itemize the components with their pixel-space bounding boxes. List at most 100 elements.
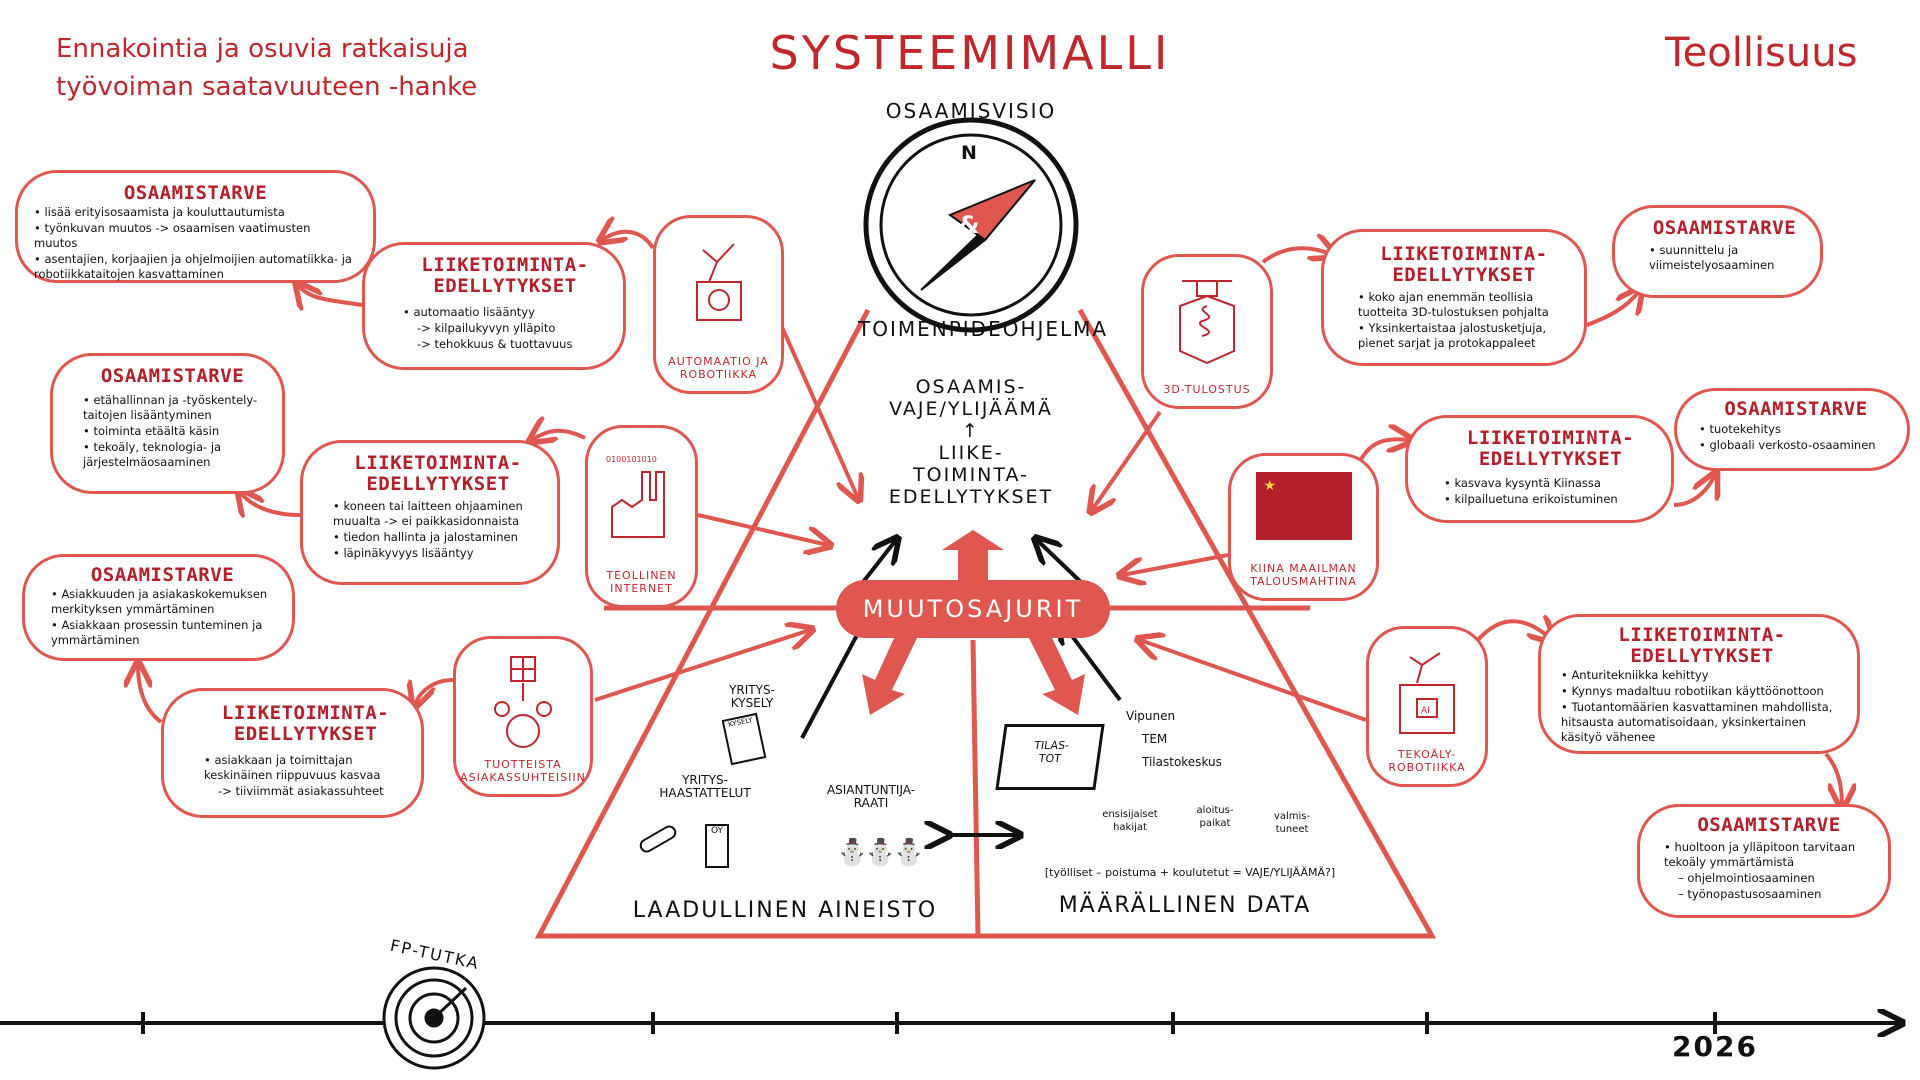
- box-title-1: LIIKETOIMINTA-: [421, 254, 589, 276]
- bullet: -> tehokkuus & tuottavuus: [417, 337, 573, 351]
- ai-chip-label: AI: [1421, 706, 1430, 716]
- bullet: – ohjelmointiosaaminen: [1678, 871, 1815, 885]
- bullet: • asiakkaan ja toimittajan keskinäinen r…: [204, 753, 381, 782]
- compass-top-label: OSAAMISVISIO: [885, 99, 1057, 123]
- places-line1: aloitus-: [1196, 805, 1234, 816]
- qualitative-title: LAADULLINEN AINEISTO: [632, 898, 938, 923]
- driver-ai-robotics: AI TEKOÄLY-ROBOTIIKKA: [1366, 626, 1488, 787]
- box-title: OSAAMISTARVE: [123, 182, 268, 204]
- bullet: • lisää erityisosaamista ja kouluttautum…: [34, 205, 285, 219]
- bullet: • kasvava kysyntä Kiinassa: [1444, 476, 1601, 490]
- graduates-line2: tuneet: [1275, 824, 1309, 835]
- iot-line1: TEOLLINEN: [606, 569, 677, 582]
- quantitative-title: MÄÄRÄLLINEN DATA: [1058, 893, 1312, 918]
- up-arrow-icon: ↑: [962, 420, 980, 442]
- project-line-2: työvoiman saatavuuteen -hanke: [56, 72, 478, 102]
- 3d-printer-icon: [1179, 280, 1235, 365]
- bullet: • Kynnys madaltuu robotiikan käyttöönott…: [1561, 684, 1824, 698]
- box-title-2: EDELLYTYKSET: [1630, 645, 1774, 667]
- panel-line1: ASIANTUNTIJA-: [826, 783, 916, 797]
- box-title-1: LIIKETOIMINTA-: [221, 702, 390, 724]
- bullet: • automaatio lisääntyy: [403, 305, 535, 319]
- graduates-line1: valmis-: [1273, 811, 1311, 822]
- up-arrow: [942, 530, 1004, 585]
- places-line2: paikat: [1199, 818, 1231, 829]
- business-box-3: LIIKETOIMINTA- EDELLYTYKSET • asiakkaan …: [161, 688, 424, 818]
- svg-text:0100101010: 0100101010: [606, 455, 657, 464]
- bullet: • läpinäkyvyys lisääntyy: [333, 546, 474, 560]
- business-box-r2: LIIKETOIMINTA- EDELLYTYKSET • kasvava ky…: [1405, 415, 1674, 523]
- business-line2: TOIMINTA-: [913, 464, 1029, 486]
- business-box-2: LIIKETOIMINTA- EDELLYTYKSET • koneen tai…: [300, 440, 560, 585]
- radar-icon: [382, 966, 486, 1070]
- source-tem: TEM: [1142, 732, 1168, 746]
- bullet: • koko ajan enemmän teollisia tuotteita …: [1358, 290, 1549, 319]
- interviews-line2: HAASTATTELUT: [659, 786, 751, 800]
- source-tilastokeskus: Tilastokeskus: [1142, 755, 1222, 769]
- change-drivers-pill: MUUTOSAJURIT: [836, 580, 1110, 638]
- bullet: • huoltoon ja ylläpitoon tarvitaan tekoä…: [1664, 840, 1856, 869]
- bullet: – työnopastusosaaminen: [1678, 887, 1822, 901]
- skill-gap-line1: OSAAMIS-: [915, 376, 1027, 398]
- box-title-2: EDELLYTYKSET: [366, 473, 510, 495]
- box-title-2: EDELLYTYKSET: [1478, 448, 1623, 470]
- box-title-1: LIIKETOIMINTA-: [1380, 243, 1548, 265]
- driver-automation-robotics: AUTOMAATIO JA ROBOTIIKKA: [653, 215, 784, 394]
- sector-title: Teollisuus: [1665, 30, 1858, 76]
- compass-north: N: [961, 142, 979, 164]
- china-flag-icon: ★: [1255, 472, 1352, 540]
- company-building-icon: OY: [705, 824, 729, 868]
- down-left-arrow: [862, 625, 918, 715]
- bullet: • Asiakkaan prosessin tunteminen ja ymmä…: [51, 618, 263, 647]
- bullet: • tiedon hallinta ja jalostaminen: [333, 530, 518, 544]
- box-title: OSAAMISTARVE: [1724, 398, 1868, 420]
- bullet: • toiminta etäältä käsin: [83, 424, 220, 438]
- box-title: OSAAMISTARVE: [1697, 814, 1841, 836]
- source-vipunen: Vipunen: [1126, 709, 1176, 723]
- bullet: • globaali verkosto-osaaminen: [1699, 438, 1876, 452]
- skill-need-box-3: OSAAMISTARVE • Asiakkuuden ja asiakaskok…: [22, 554, 295, 661]
- business-box-r3: LIIKETOIMINTA- EDELLYTYKSET • Anturitekn…: [1538, 614, 1860, 754]
- bullet: -> kilpailukyvyn ylläpito: [417, 321, 556, 335]
- formula: [työlliset – poistuma + koulutetut = VAJ…: [1044, 866, 1336, 879]
- box-title-1: LIIKETOIMINTA-: [1466, 427, 1635, 449]
- bullet: • kilpailuetuna erikoistuminen: [1444, 492, 1618, 506]
- applicants-line2: hakijat: [1113, 822, 1147, 833]
- compass-bottom-label: TOIMENPIDEOHJELMA: [858, 317, 1109, 341]
- laptop-line2: TOT: [1037, 752, 1062, 765]
- laptop-icon: TILAS-TOT: [995, 724, 1105, 790]
- bullet: • koneen tai laitteen ohjaaminen muualta…: [333, 499, 523, 528]
- business-line3: EDELLYTYKSET: [888, 486, 1054, 508]
- customer-line2: ASIAKASSUHTEISIIN: [460, 771, 586, 784]
- down-right-arrow: [1028, 625, 1085, 715]
- business-box-1: LIIKETOIMINTA- EDELLYTYKSET • automaatio…: [362, 242, 626, 370]
- timeline-year: 2026: [1672, 1030, 1758, 1063]
- project-name: Ennakointia ja osuvia ratkaisuja työvoim…: [56, 30, 477, 106]
- skill-gap-line2: VAJE/YLIJÄÄMÄ: [889, 398, 1053, 420]
- bullet: • Anturitekniikka kehittyy: [1561, 668, 1709, 682]
- expert-panel-label: ASIANTUNTIJA-RAATI: [806, 784, 936, 810]
- skill-need-box-1: OSAAMISTARVE • lisää erityisosaamista ja…: [15, 170, 376, 283]
- bullet: • suunnittelu ja viimeistelyosaaminen: [1649, 243, 1775, 272]
- bullet: • tekoäly, teknologia- ja järjestelmäosa…: [83, 440, 222, 469]
- page-title: SYSTEEMIMALLI: [769, 26, 1171, 80]
- survey-label: YRITYS-KYSELY: [712, 684, 792, 710]
- people-icon: ⛄⛄⛄: [836, 838, 925, 868]
- graduates-label: valmis-tuneet: [1262, 810, 1322, 836]
- skill-need-box-r1: OSAAMISTARVE • suunnittelu ja viimeistel…: [1612, 205, 1823, 298]
- compass-center: &: [958, 211, 982, 239]
- interviews-label: YRITYS-HAASTATTELUT: [640, 774, 770, 800]
- compass-icon: [863, 117, 1079, 333]
- big-red-arrows: [862, 530, 1085, 715]
- business-line1: LIIKE-: [938, 442, 1004, 464]
- skill-need-box-2: OSAAMISTARVE • etähallinnan ja -työskent…: [50, 353, 285, 494]
- box-title: OSAAMISTARVE: [90, 564, 235, 586]
- bullet: • Yksinkertaistaa jalostusketjuja, piene…: [1358, 321, 1547, 350]
- driver-arrows: [138, 232, 1842, 806]
- skill-need-box-r3: OSAAMISTARVE • huoltoon ja ylläpitoon ta…: [1637, 804, 1891, 918]
- laptop-line1: TILAS-: [1033, 739, 1070, 752]
